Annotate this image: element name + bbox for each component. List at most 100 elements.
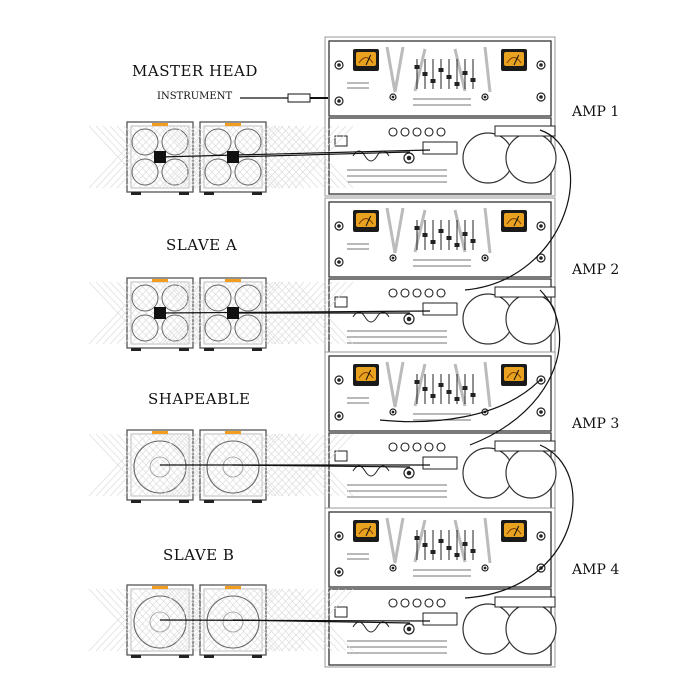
cabinet-foot bbox=[179, 348, 189, 351]
speaker-cone bbox=[204, 284, 232, 312]
vu-meter bbox=[353, 364, 379, 386]
fan-right bbox=[505, 132, 557, 184]
cabinet-foot bbox=[204, 655, 214, 658]
cabinet-foot bbox=[252, 655, 262, 658]
cabinet-foot bbox=[252, 348, 262, 351]
brand-logo bbox=[385, 207, 492, 254]
jack bbox=[424, 442, 434, 452]
amp-3-label: AMP 3 bbox=[572, 416, 620, 432]
vu-meter bbox=[501, 49, 527, 71]
toggle-knob bbox=[481, 254, 489, 262]
speaker-cone bbox=[131, 158, 159, 186]
power-switch bbox=[334, 606, 348, 618]
jack bbox=[412, 598, 422, 608]
cabinet-foot bbox=[252, 500, 262, 503]
speaker-cone bbox=[131, 284, 159, 312]
speaker-cone bbox=[234, 314, 262, 342]
jack bbox=[400, 598, 410, 608]
slave-connector bbox=[494, 596, 556, 608]
master-knob bbox=[536, 531, 546, 541]
gain-knob bbox=[334, 531, 344, 541]
output-knob bbox=[536, 407, 546, 417]
speakon-block bbox=[422, 612, 458, 626]
gain-knob bbox=[334, 60, 344, 70]
jack bbox=[388, 598, 398, 608]
jack bbox=[400, 127, 410, 137]
back-knob bbox=[403, 623, 415, 635]
brand-logo bbox=[385, 361, 492, 408]
amp-unit-4 bbox=[324, 507, 557, 668]
vu-meter bbox=[353, 49, 379, 71]
speaker-cone bbox=[234, 284, 262, 312]
jack bbox=[412, 442, 422, 452]
jack bbox=[424, 598, 434, 608]
back-panel bbox=[328, 432, 557, 510]
jack bbox=[388, 127, 398, 137]
instrument-label: INSTRUMENT bbox=[157, 91, 233, 102]
toggle-knob bbox=[481, 93, 489, 101]
toggle-knob bbox=[481, 564, 489, 572]
cabinet-foot bbox=[252, 192, 262, 195]
jack bbox=[436, 442, 446, 452]
speaker-cone bbox=[161, 314, 189, 342]
slave-cable-1 bbox=[464, 129, 572, 291]
back-knob bbox=[403, 313, 415, 325]
vu-meter bbox=[501, 210, 527, 232]
eq-sliders bbox=[414, 374, 476, 404]
speaker-cable bbox=[232, 619, 411, 624]
vu-meter bbox=[501, 364, 527, 386]
power-switch bbox=[334, 450, 348, 462]
front-panel bbox=[328, 201, 552, 278]
toggle-knob bbox=[389, 254, 397, 262]
slave-cable-3 bbox=[464, 444, 574, 599]
speaker-cable bbox=[159, 310, 431, 314]
vu-meter bbox=[501, 520, 527, 542]
speaker-dustcap bbox=[149, 456, 171, 478]
front-link-cable bbox=[379, 379, 541, 423]
fan-right bbox=[505, 447, 557, 499]
speaker-cable bbox=[232, 151, 411, 158]
speaker-cone bbox=[234, 158, 262, 186]
front-panel bbox=[328, 40, 552, 117]
slave-connector bbox=[494, 125, 556, 137]
back-panel bbox=[328, 278, 557, 356]
jack bbox=[412, 127, 422, 137]
speaker-dustcap bbox=[222, 611, 244, 633]
amp-stack bbox=[324, 36, 557, 668]
cabinet-foot bbox=[131, 348, 141, 351]
cabinet-foot bbox=[204, 192, 214, 195]
eq-sliders bbox=[414, 59, 476, 89]
instrument-plug bbox=[287, 93, 311, 103]
cabinet-logo bbox=[152, 431, 168, 434]
slave-connector bbox=[494, 440, 556, 452]
master-knob bbox=[536, 375, 546, 385]
cabinet-foot bbox=[179, 500, 189, 503]
back-panel bbox=[328, 588, 557, 666]
power-switch bbox=[334, 296, 348, 308]
eq-sliders bbox=[414, 530, 476, 560]
speakon-block bbox=[422, 302, 458, 316]
output-knob bbox=[536, 253, 546, 263]
cabinet-stack bbox=[88, 121, 354, 658]
input-knob bbox=[334, 567, 344, 577]
power-switch bbox=[334, 135, 348, 147]
toggle-knob bbox=[389, 93, 397, 101]
master-knob bbox=[536, 221, 546, 231]
speaker-cone bbox=[204, 314, 232, 342]
jack bbox=[400, 288, 410, 298]
speaker-dustcap bbox=[149, 611, 171, 633]
amp-unit-1 bbox=[324, 36, 557, 197]
output-knob bbox=[536, 92, 546, 102]
jack bbox=[436, 127, 446, 137]
cabinet-foot bbox=[204, 500, 214, 503]
speaker-cone bbox=[206, 595, 260, 649]
back-knob bbox=[403, 152, 415, 164]
jack bbox=[424, 288, 434, 298]
vu-meter bbox=[353, 210, 379, 232]
cabinet-foot bbox=[179, 655, 189, 658]
input-knob bbox=[334, 257, 344, 267]
cabinet-logo bbox=[225, 586, 241, 589]
front-panel bbox=[328, 355, 552, 432]
toggle-knob bbox=[389, 408, 397, 416]
vu-meter bbox=[353, 520, 379, 542]
